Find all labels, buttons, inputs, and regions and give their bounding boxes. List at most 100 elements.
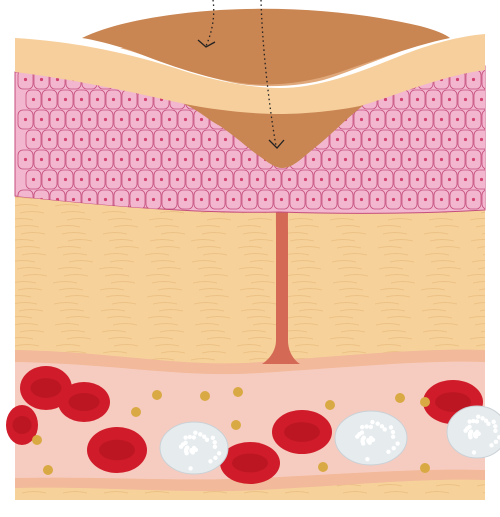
cell-nucleus xyxy=(168,158,171,161)
cell-nucleus xyxy=(272,178,275,181)
cell-nucleus xyxy=(88,158,91,161)
cell-nucleus xyxy=(400,178,403,181)
white-blood-cell-granule xyxy=(211,436,215,440)
cell-nucleus xyxy=(360,198,363,201)
platelet xyxy=(420,397,430,407)
cell-nucleus xyxy=(104,118,107,121)
white-blood-cell-granule xyxy=(491,420,495,424)
cell-nucleus xyxy=(416,138,419,141)
cell-nucleus xyxy=(248,198,251,201)
cell-nucleus xyxy=(360,158,363,161)
white-blood-cell-granule xyxy=(493,429,497,433)
cell-nucleus xyxy=(104,198,107,201)
cell-nucleus xyxy=(344,158,347,161)
cell-nucleus xyxy=(120,118,123,121)
cell-nucleus xyxy=(232,198,235,201)
cell-nucleus xyxy=(176,138,179,141)
red-blood-cell-center xyxy=(30,378,61,398)
cell-nucleus xyxy=(96,178,99,181)
cell-nucleus xyxy=(168,118,171,121)
cell-nucleus xyxy=(40,158,43,161)
cell-nucleus xyxy=(240,178,243,181)
cell-nucleus xyxy=(400,98,403,101)
cell-nucleus xyxy=(352,138,355,141)
cell-nucleus xyxy=(448,98,451,101)
white-blood-cell-granule xyxy=(192,435,196,439)
cell-nucleus xyxy=(488,198,491,201)
white-blood-cell xyxy=(447,406,500,458)
cell-nucleus xyxy=(288,178,291,181)
cell-nucleus xyxy=(456,158,459,161)
cell-nucleus xyxy=(456,78,459,81)
white-blood-cell-granule xyxy=(391,435,395,439)
cell-nucleus xyxy=(464,98,467,101)
cell-nucleus xyxy=(88,198,91,201)
cell-nucleus xyxy=(88,118,91,121)
cell-nucleus xyxy=(360,118,363,121)
cell-nucleus xyxy=(120,198,123,201)
platelet xyxy=(200,391,210,401)
cell-nucleus xyxy=(64,178,67,181)
cell-nucleus xyxy=(152,118,155,121)
cell-nucleus xyxy=(200,158,203,161)
cell-nucleus xyxy=(112,138,115,141)
white-blood-cell-granule xyxy=(395,441,399,445)
cell-nucleus xyxy=(224,178,227,181)
red-blood-cell-center xyxy=(232,454,268,473)
cell-nucleus xyxy=(432,98,435,101)
cell-nucleus xyxy=(56,78,59,81)
red-blood-cell-center xyxy=(68,393,99,411)
cell-nucleus xyxy=(464,138,467,141)
white-blood-cell-granule xyxy=(467,425,471,429)
platelet xyxy=(43,465,53,475)
epidermis-cell xyxy=(490,130,500,149)
cell-nucleus xyxy=(96,138,99,141)
cell-nucleus xyxy=(456,198,459,201)
cell-nucleus xyxy=(376,158,379,161)
cell-nucleus xyxy=(160,138,163,141)
cell-nucleus xyxy=(256,178,259,181)
cell-nucleus xyxy=(376,198,379,201)
cell-nucleus xyxy=(216,198,219,201)
cell-nucleus xyxy=(168,198,171,201)
platelet xyxy=(318,462,328,472)
cell-nucleus xyxy=(336,138,339,141)
cell-nucleus xyxy=(40,118,43,121)
epidermis-cell xyxy=(490,170,500,189)
epidermis-cell xyxy=(482,190,497,209)
cell-nucleus xyxy=(24,118,27,121)
cell-nucleus xyxy=(224,138,227,141)
cell-nucleus xyxy=(488,78,491,81)
white-blood-cell-granule xyxy=(208,459,212,463)
cell-nucleus xyxy=(136,118,139,121)
cell-nucleus xyxy=(64,98,67,101)
white-blood-cell-granule xyxy=(486,422,490,426)
white-blood-cell-granule xyxy=(365,457,369,461)
cell-nucleus xyxy=(184,198,187,201)
cell-nucleus xyxy=(408,118,411,121)
white-blood-cell-granule xyxy=(472,450,476,454)
cell-nucleus xyxy=(472,78,475,81)
white-blood-cell-granule xyxy=(193,430,197,434)
white-blood-cell-granule xyxy=(364,424,368,428)
cell-nucleus xyxy=(200,198,203,201)
epidermis-cell xyxy=(482,70,497,89)
epidermis-cell xyxy=(482,150,497,169)
cell-nucleus xyxy=(48,178,51,181)
cell-nucleus xyxy=(184,118,187,121)
platelet xyxy=(420,463,430,473)
white-blood-cell-granule xyxy=(389,425,393,429)
cell-nucleus xyxy=(408,158,411,161)
cell-nucleus xyxy=(80,98,83,101)
dermis-fiber xyxy=(483,373,500,375)
white-blood-cell-granule xyxy=(189,448,193,452)
dermis-fiber xyxy=(483,492,500,494)
cell-nucleus xyxy=(232,158,235,161)
cell-nucleus xyxy=(488,158,491,161)
red-blood-cell-center xyxy=(284,422,320,442)
white-blood-cell-granule xyxy=(469,429,473,433)
cell-nucleus xyxy=(152,158,155,161)
white-blood-cell-granule xyxy=(391,430,395,434)
